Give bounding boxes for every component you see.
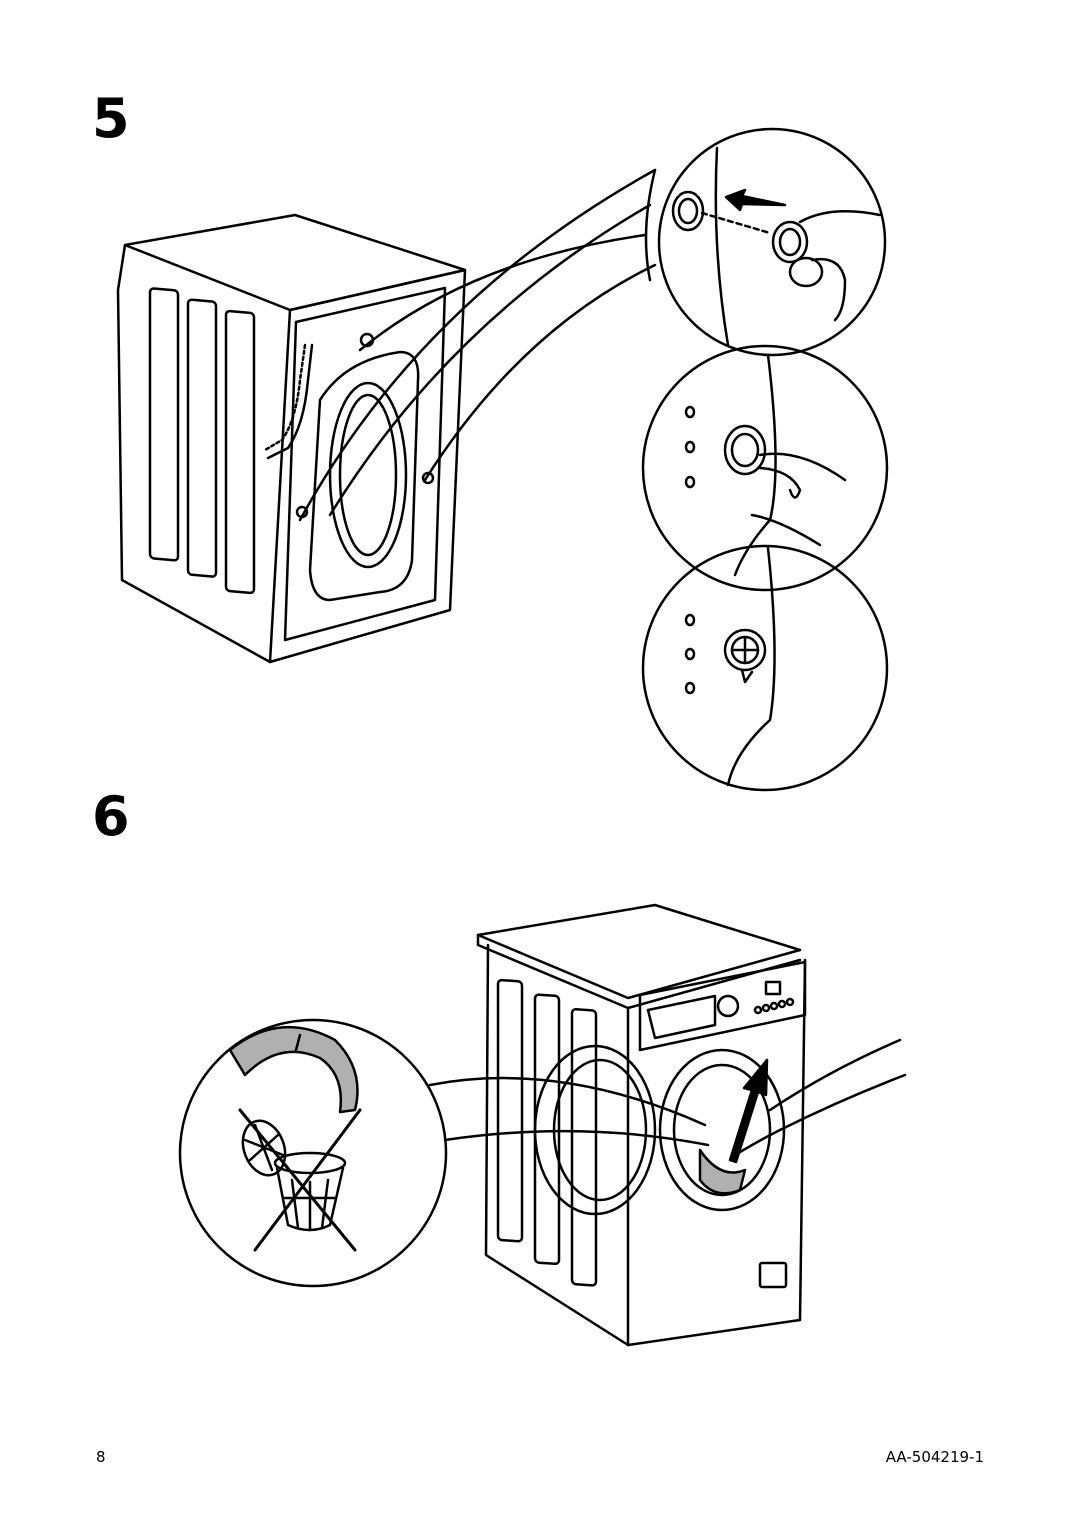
document-code: AA-504219-1 [885, 1448, 984, 1466]
detail-circle-cap-fitted [643, 546, 887, 790]
lift-arrow-icon [730, 1060, 767, 1162]
washer-rear-view [118, 215, 465, 662]
page-number: 8 [96, 1448, 106, 1466]
prohibited-cross-icon [240, 1110, 360, 1250]
washer-front-view [478, 905, 905, 1345]
step-5-number: 5 [92, 87, 130, 150]
push-arrow-icon [726, 190, 785, 210]
detail-circle-press-cap [643, 346, 887, 590]
zoom-callout-arc [300, 170, 655, 520]
step-6-number: 6 [92, 785, 130, 848]
detail-circle-insert-cap [659, 129, 885, 355]
zoom-callout-arc-step6 [430, 1078, 708, 1145]
detail-circle-do-not-discard [180, 1020, 446, 1286]
